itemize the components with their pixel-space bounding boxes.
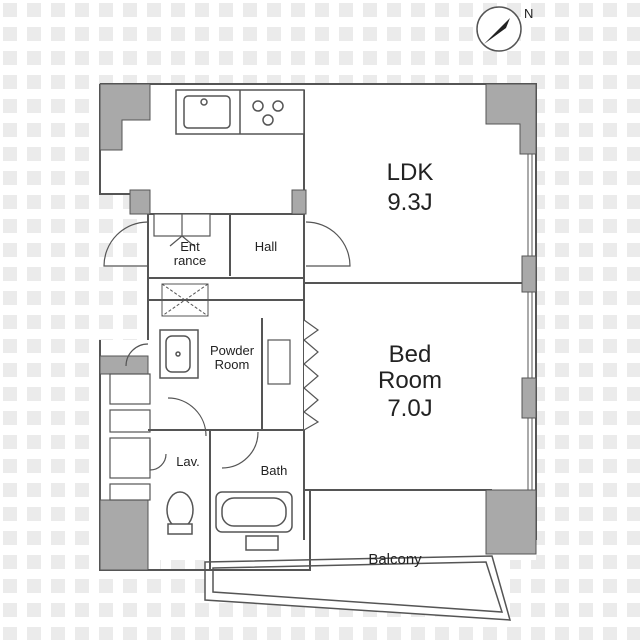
ldk-size: 9.3J — [387, 189, 433, 216]
bedroom-size: 7.0J — [387, 395, 433, 422]
doors — [103, 221, 351, 471]
powder-room-label: Powder Room — [209, 343, 255, 373]
lav-label: Lav. — [176, 454, 200, 469]
kitchen-counter — [175, 89, 305, 135]
shoe-closet — [153, 213, 211, 247]
compass-label: N — [524, 6, 534, 21]
stove-icon — [252, 100, 284, 126]
ldk-label: LDK — [386, 159, 434, 186]
windows — [527, 154, 533, 490]
wall-pillars — [99, 83, 537, 571]
balcony-label: Balcony — [368, 551, 422, 568]
north-arrow-icon — [476, 6, 522, 52]
balcony-rail — [204, 555, 512, 621]
kitchen-sink-icon — [183, 95, 231, 129]
hall-label: Hall — [254, 239, 278, 254]
storage-unit — [161, 283, 209, 317]
bath-label: Bath — [260, 463, 288, 478]
bathtub-icon — [215, 491, 293, 551]
entrance-label: Ent rance — [173, 239, 207, 269]
toilet-icon — [166, 491, 194, 535]
wash-basin-icon — [159, 329, 199, 379]
bedroom-label: Bed Room — [377, 341, 443, 395]
bedroom-closet — [267, 319, 320, 431]
